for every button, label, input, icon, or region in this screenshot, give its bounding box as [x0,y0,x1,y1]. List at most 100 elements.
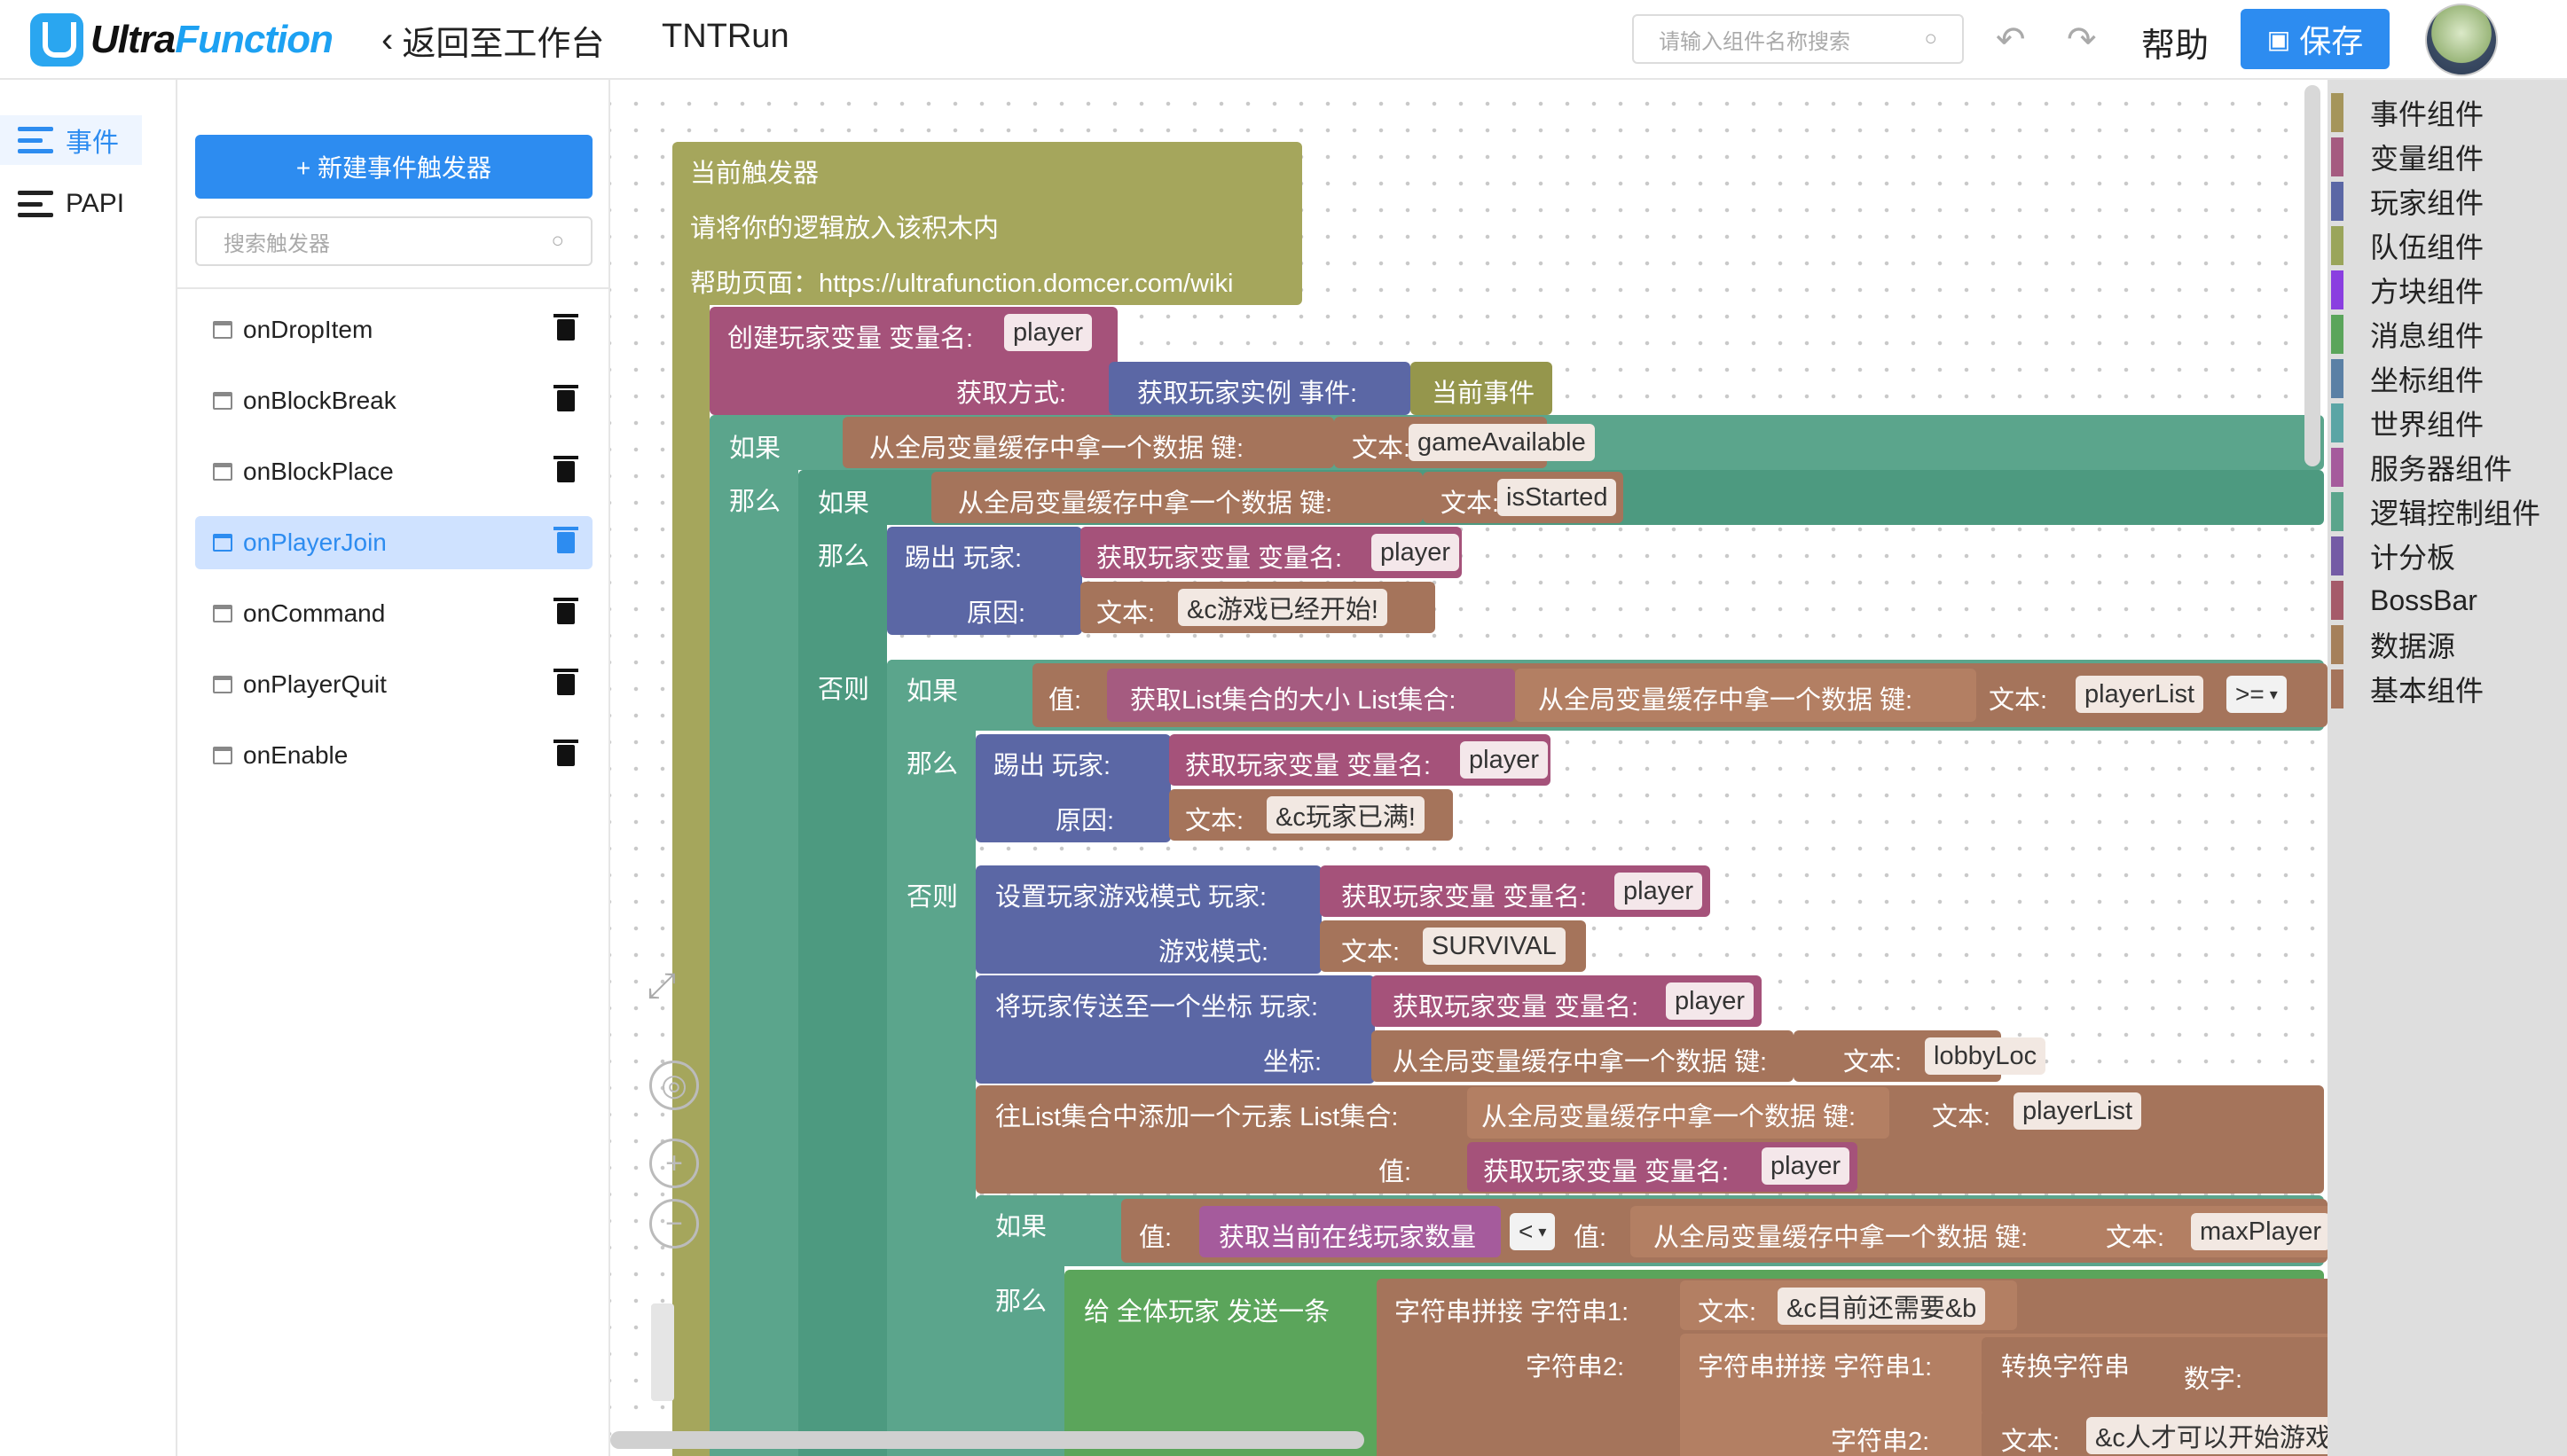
get-player-var-label: 获取玩家变量 变量名: [1393,993,1639,1022]
toolbox-category-basic[interactable]: 基本组件 [2331,669,2484,709]
zoom-out-icon[interactable]: − [649,1199,699,1249]
redo-icon[interactable]: ↷ [2067,20,2097,59]
toolbox-category-team[interactable]: 队伍组件 [2331,225,2484,266]
kick-block[interactable] [887,527,1082,635]
trigger-item[interactable]: onEnable [195,729,593,782]
list-size-block[interactable] [1107,669,1515,722]
nav-item-label: PAPI [66,189,125,218]
trigger-item-active[interactable]: onPlayerJoin [195,516,593,569]
trash-icon[interactable] [553,385,578,411]
toolbox-category-event[interactable]: 事件组件 [2331,92,2484,133]
trigger-item[interactable]: onBlockPlace [195,445,593,498]
text-field-started[interactable]: &c游戏已经开始! [1178,589,1387,626]
trigger-item[interactable]: onBlockBreak [195,374,593,427]
block-workspace[interactable]: 当前触发器 请将你的逻辑放入该积木内 帮助页面：https://ultrafun… [610,80,2328,1456]
key-field-isStarted[interactable]: isStarted [1497,479,1617,516]
workspace-trash-icon[interactable] [651,1303,674,1401]
trash-icon[interactable] [553,598,578,624]
toolbox-category-datasource[interactable]: 数据源 [2331,624,2455,665]
component-search-input[interactable]: 请输入组件名称搜索 ○ [1632,14,1964,64]
global-get-block[interactable] [1467,1087,1889,1139]
trash-icon[interactable] [553,527,578,553]
key-field-maxPlayer[interactable]: maxPlayer [2191,1213,2328,1250]
trigger-item[interactable]: onDropItem [195,303,593,356]
trash-icon[interactable] [553,669,578,695]
global-get-block[interactable] [1515,669,1976,722]
toolbox-category-player[interactable]: 玩家组件 [2331,181,2484,222]
horizontal-scrollbar[interactable] [610,1431,1364,1449]
zoom-in-icon[interactable]: + [649,1139,699,1188]
value-label: 值: [1048,686,1082,715]
save-button[interactable]: ▣ 保存 [2241,9,2390,69]
text-field-can-start[interactable]: &c人才可以开始游戏 [2086,1417,2328,1454]
list-icon [18,191,53,217]
trigger-hat-block[interactable] [672,142,1302,305]
recenter-icon[interactable]: ◎ [649,1061,699,1110]
toolbox-category-world[interactable]: 世界组件 [2331,403,2484,443]
text-field-full[interactable]: &c玩家已满! [1267,796,1425,834]
key-field-playerList[interactable]: playerList [2076,676,2204,713]
key-field-gameAvailable[interactable]: gameAvailable [1409,424,1595,461]
nav-item-papi[interactable]: PAPI [0,179,142,229]
operator-dropdown[interactable]: <▾ [1510,1213,1556,1250]
to-string-block[interactable] [1982,1337,2328,1415]
toolbox-category-bossbar[interactable]: BossBar [2331,580,2477,621]
back-label: 返回至工作台 [402,26,605,63]
global-get-block[interactable] [843,417,1334,468]
online-count-block[interactable] [1199,1206,1501,1257]
teleport-block[interactable] [976,975,1375,1084]
avatar[interactable] [2425,4,2498,76]
expand-icon[interactable]: ⤢ [648,967,676,1006]
operator-label: >= [2235,680,2265,708]
var-name-field[interactable]: player [1614,873,1702,910]
trash-icon[interactable] [553,314,578,341]
trigger-search-input[interactable]: 搜索触发器 ○ [195,216,593,266]
key-field-lobbyLoc[interactable]: lobbyLoc [1925,1037,2046,1075]
toolbox-category-scoreboard[interactable]: 计分板 [2331,536,2455,576]
list-icon [18,127,53,153]
var-name-field[interactable]: player [1371,534,1459,571]
kick-label: 踢出 玩家: [905,544,1023,573]
var-name-field[interactable]: player [1762,1147,1849,1185]
kick-block[interactable] [976,734,1171,842]
trigger-item[interactable]: onCommand [195,587,593,640]
toolbox-category-block[interactable]: 方块组件 [2331,270,2484,310]
get-instance-block[interactable] [1109,362,1410,415]
toolbox-category-logic[interactable]: 逻辑控制组件 [2331,491,2540,532]
else-label: 否则 [907,883,959,912]
logo-icon [30,13,83,67]
text-field-survival[interactable]: SURVIVAL [1423,928,1566,965]
nav-item-events[interactable]: 事件 [0,115,142,165]
global-get-block[interactable] [931,472,1423,523]
global-get-label: 从全局变量缓存中拿一个数据 键: [1393,1048,1768,1076]
var-name-field[interactable]: player [1460,741,1548,779]
nav-item-label: 事件 [66,129,119,158]
chevron-down-icon: ▾ [2269,685,2278,703]
concat1-label: 字符串拼接 字符串1: [1394,1298,1629,1327]
vertical-scrollbar[interactable] [2304,85,2320,466]
var-name-field[interactable]: player [1004,314,1092,351]
new-trigger-button[interactable]: + 新建事件触发器 [195,135,593,199]
function-icon [213,676,232,693]
key-field-playerList[interactable]: playerList [2014,1092,2142,1130]
undo-icon[interactable]: ↶ [1996,20,2026,59]
toolbox-category-coordinate[interactable]: 坐标组件 [2331,358,2484,399]
value-label: 值: [1574,1224,1607,1252]
help-button[interactable]: 帮助 [2141,27,2210,65]
operator-dropdown[interactable]: >=▾ [2226,676,2287,713]
current-event-block[interactable] [1410,362,1552,415]
trash-icon[interactable] [553,740,578,766]
text-field-need[interactable]: &c目前还需要&b [1778,1288,1986,1325]
search-icon: ○ [1924,27,1938,51]
back-to-workbench-link[interactable]: ‹ 返回至工作台 [381,16,604,65]
category-label: 计分板 [2370,542,2456,574]
trigger-item[interactable]: onPlayerQuit [195,658,593,711]
trash-icon[interactable] [553,456,578,482]
toolbox-category-variable[interactable]: 变量组件 [2331,137,2484,177]
toolbox-category-message[interactable]: 消息组件 [2331,314,2484,355]
mode-label: 游戏模式: [1158,938,1269,967]
set-mode-block[interactable] [976,865,1322,974]
var-name-field[interactable]: player [1666,982,1754,1020]
toolbox-category-server[interactable]: 服务器组件 [2331,447,2512,488]
global-get-block[interactable] [1371,1030,1794,1082]
